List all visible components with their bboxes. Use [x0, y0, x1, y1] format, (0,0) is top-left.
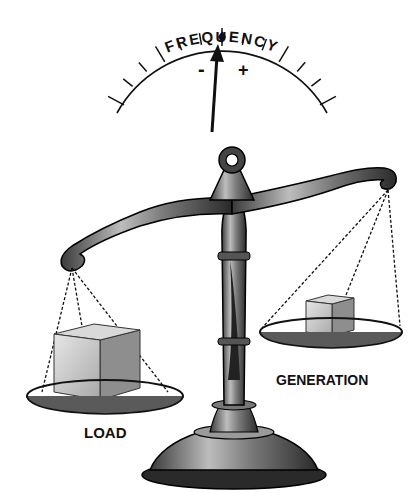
post-ornament — [228, 260, 240, 380]
gauge-tick — [156, 46, 165, 62]
gauge-tick — [123, 79, 132, 86]
beam-right-arm — [232, 168, 396, 214]
scale-post — [222, 205, 246, 405]
gauge-needle — [212, 56, 217, 132]
gauge-tick — [320, 96, 336, 104]
gauge-title: FREQUENCY — [162, 28, 281, 56]
load-cube-front — [54, 334, 100, 400]
finial-hole — [226, 154, 238, 166]
gauge-tick — [311, 79, 320, 86]
needle-head — [210, 44, 224, 62]
gauge-ticks — [108, 28, 336, 105]
generation-label: GENERATION — [276, 372, 368, 388]
scale-finial — [219, 147, 245, 173]
gauge-tick — [297, 62, 305, 71]
gauge-tick — [108, 96, 124, 105]
beam-left-arm — [61, 198, 232, 271]
plus-sign: + — [238, 60, 249, 81]
gauge-tick — [279, 46, 288, 61]
minus-sign: - — [198, 58, 205, 81]
pan-strings — [42, 190, 400, 402]
generation-cube-side — [332, 298, 354, 336]
load-pan-rim — [27, 396, 183, 414]
load-label: LOAD — [84, 424, 127, 441]
gauge-title-path: FREQUENCY — [162, 28, 281, 56]
gauge-tick — [139, 62, 147, 71]
beam-pivot — [210, 170, 254, 200]
generation-pan-rim — [260, 332, 402, 348]
post-band — [218, 252, 250, 260]
post-band — [218, 338, 250, 345]
load-cube-side — [100, 330, 140, 400]
